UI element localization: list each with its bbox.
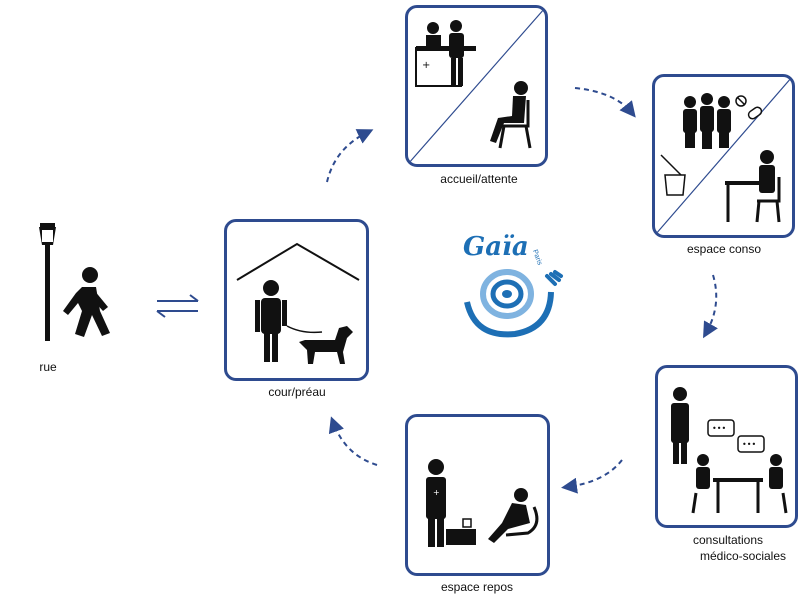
conso-label: espace conso bbox=[686, 242, 762, 256]
arrow-cour-to-accueil bbox=[326, 129, 374, 183]
rue-section: rue bbox=[30, 215, 130, 374]
repos-box: + bbox=[405, 414, 550, 576]
rue-label: rue bbox=[39, 360, 57, 374]
svg-text:•••: ••• bbox=[742, 440, 756, 449]
cour-label: cour/préau bbox=[268, 385, 326, 399]
consultations-box: ••• ••• bbox=[655, 365, 798, 528]
medical-consultation-icon: ••• ••• bbox=[671, 387, 788, 514]
consultations-label-line1: consultations bbox=[692, 533, 764, 547]
conso-box bbox=[652, 74, 795, 238]
svg-text:•••: ••• bbox=[712, 424, 726, 433]
consultations-label-line2: médico-sociales bbox=[699, 549, 787, 563]
cour-box bbox=[224, 219, 369, 381]
bidirectional-arrow-icon bbox=[156, 294, 199, 318]
repos-label: espace repos bbox=[440, 580, 514, 594]
svg-text:+: + bbox=[422, 60, 430, 71]
reception-waiting-icon: + bbox=[408, 8, 545, 164]
svg-text:+: + bbox=[433, 488, 440, 497]
courtyard-dog-icon bbox=[236, 242, 360, 364]
arrow-conso-to-consult bbox=[703, 274, 718, 339]
gaia-swirl-icon bbox=[464, 269, 563, 338]
arrow-repos-to-cour bbox=[328, 416, 378, 466]
street-walker-icon bbox=[39, 223, 110, 341]
accueil-box: + bbox=[405, 5, 548, 167]
accueil-label: accueil/attente bbox=[440, 172, 518, 186]
consumption-space-icon bbox=[655, 77, 792, 235]
gaia-logo: Gaïa Paris bbox=[455, 232, 565, 342]
rest-space-icon: + bbox=[426, 459, 539, 547]
arrow-consult-to-repos bbox=[561, 459, 623, 494]
gaia-logo-text: Gaïa bbox=[463, 232, 529, 262]
arrow-accueil-to-conso bbox=[574, 87, 636, 118]
